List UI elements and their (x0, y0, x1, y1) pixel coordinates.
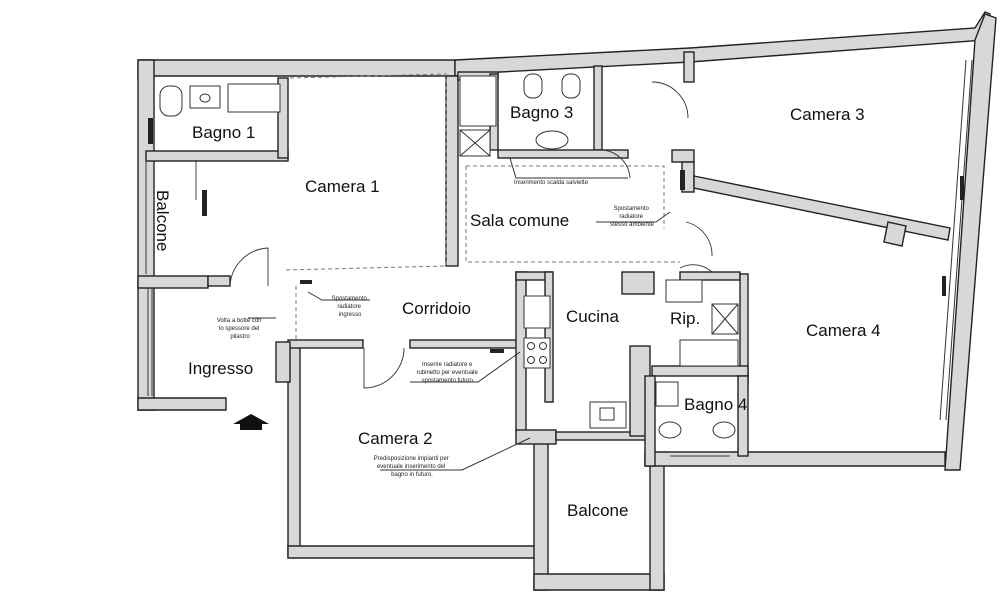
wall-ingresso-top (207, 275, 231, 287)
storage-rip (679, 339, 739, 367)
note-predisposizione: Predisposizione impianti per eventuale i… (374, 456, 451, 478)
wall-camera3-bottom (693, 175, 951, 241)
room-label-camera3: Camera 3 (790, 105, 865, 124)
room-label-rip: Rip. (670, 309, 700, 328)
wall-ingresso-right (275, 341, 291, 383)
doors (195, 81, 713, 389)
wall-rip-top (679, 271, 741, 281)
toilet-bagno4-a (658, 421, 682, 439)
dashed-partitions (283, 73, 680, 340)
shower-bagno1 (227, 83, 281, 113)
wall-bottom-left (137, 397, 227, 411)
wall-bagno1-right (277, 77, 289, 159)
sink-bagno3 (535, 130, 569, 150)
shafts (459, 75, 497, 157)
fixtures (159, 73, 739, 457)
toilet-bagno4-b (712, 421, 736, 439)
wall-camera2-bottom (287, 545, 541, 559)
room-label-balcone-left: Balcone (153, 190, 172, 251)
wall-bagno1-bottom (145, 150, 289, 162)
room-label-camera2: Camera 2 (358, 429, 433, 448)
wall-bagno4-left (644, 375, 656, 467)
room-label-camera4: Camera 4 (806, 321, 881, 340)
room-label-bagno4: Bagno 4 (684, 395, 747, 414)
wall-bagno4-right (737, 375, 749, 457)
note-spostamento-ingresso: Spostamento radiatore ingresso (331, 296, 368, 318)
room-label-sala-comune: Sala comune (470, 211, 569, 230)
room-label-cucina: Cucina (566, 307, 619, 326)
sink-rip (665, 279, 703, 303)
wall-camera1-right (445, 75, 459, 267)
toilet-bagno3-a (523, 73, 543, 99)
room-label-ingresso: Ingresso (188, 359, 253, 378)
wall-top (137, 59, 456, 79)
room-label-camera1: Camera 1 (305, 177, 380, 196)
wall-cucina-right (544, 271, 554, 403)
wall-bagno3-bottom (497, 149, 629, 159)
notes: Volta a botte con lo spessore del pilast… (217, 180, 655, 478)
room-labels: Bagno 1 Camera 1 Balcone Bagno 3 Camera … (153, 103, 881, 520)
wall-door-column (671, 149, 695, 163)
wall-rip-left (621, 271, 655, 295)
wall-pillar (883, 221, 907, 247)
wall-balcone-top (137, 275, 209, 289)
sink-bagno4 (655, 381, 679, 407)
room-label-corridoio: Corridoio (402, 299, 471, 318)
wall-corridor-bottom (287, 339, 364, 349)
wall-corridor-bottom-2 (409, 339, 519, 349)
wall-balcone-bottom (533, 573, 665, 591)
wall-bagno4-top (651, 365, 749, 377)
room-label-bagno1: Bagno 1 (192, 123, 255, 142)
entrance-arrow-icon (233, 414, 269, 430)
counter-cucina (523, 295, 551, 329)
wall-top-right (454, 11, 991, 77)
note-inserire-radiatore: Inserire radiatore e rubinetto per event… (416, 362, 479, 384)
room-label-bagno3: Bagno 3 (510, 103, 573, 122)
shaft-upper (459, 75, 497, 127)
toilet-bagno1 (159, 85, 183, 117)
note-leaders (248, 157, 671, 471)
note-volta: Volta a botte con lo spessore del pilast… (217, 318, 263, 340)
wall-bottom-right (644, 451, 946, 467)
stove-cucina (523, 337, 551, 369)
wall-balcone-right (649, 459, 665, 591)
wall-balcone-left (533, 439, 549, 591)
room-label-balcone-bottom: Balcone (567, 501, 628, 520)
radiators (148, 118, 964, 353)
toilet-bagno3-b (561, 73, 581, 99)
wall-closet (683, 51, 695, 83)
wall-bagno3-right (593, 65, 603, 151)
windows (145, 59, 973, 421)
note-spostamento-ambiente: Spostamento radiatore stesso ambiente (610, 206, 654, 228)
note-inserimento-scalda: Inserimento scalda salviette (514, 180, 589, 186)
outer-walls (137, 11, 997, 591)
interior-walls (137, 51, 951, 467)
wall-right (944, 13, 997, 471)
